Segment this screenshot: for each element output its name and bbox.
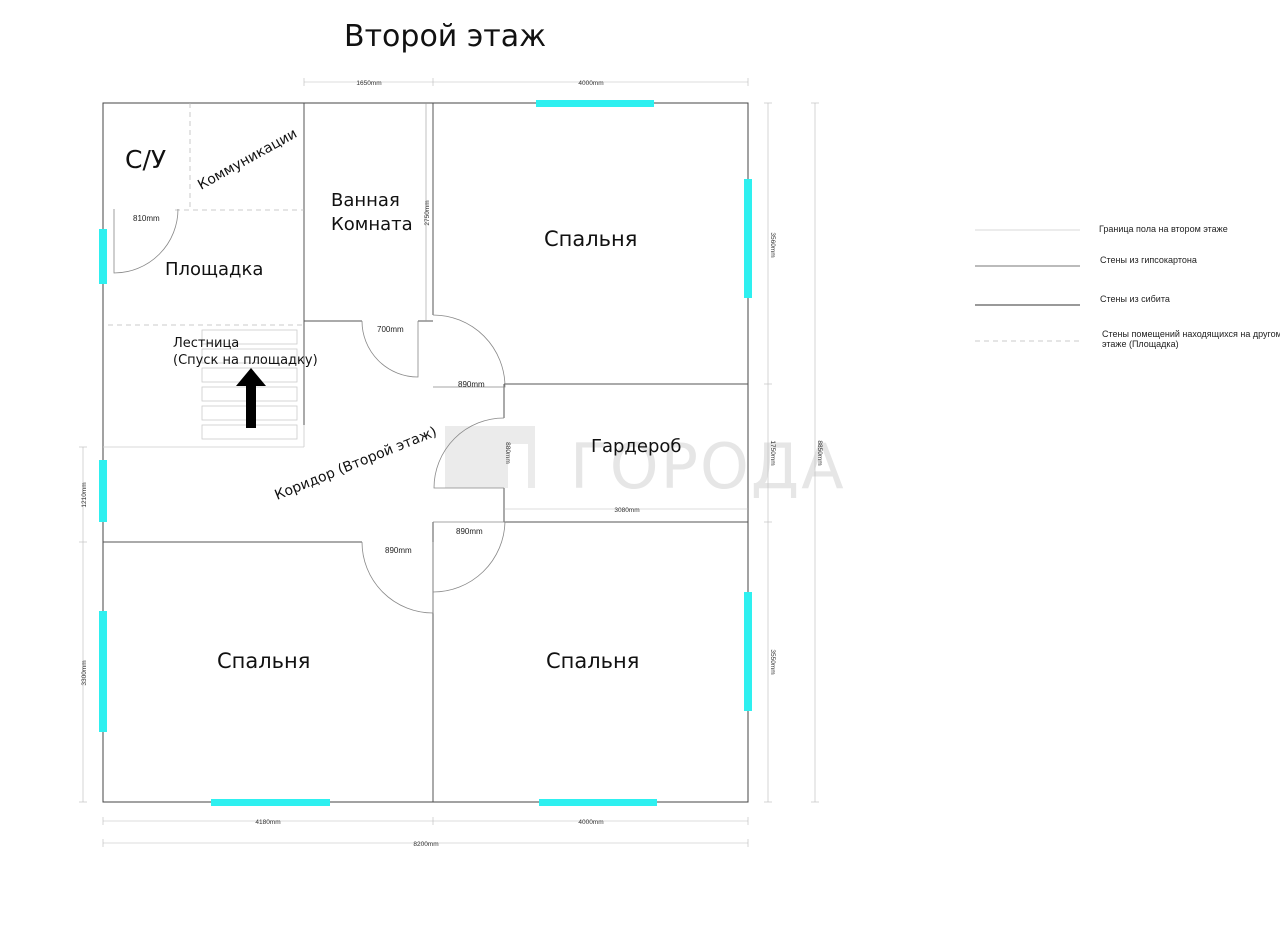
room-corridor: Коридор (Второй этаж) (273, 424, 440, 504)
door-label-bedroom-bottom-left: 890mm (385, 546, 412, 555)
legend-other-floor-line1: Стены помещений находящихся на другом (1102, 329, 1280, 339)
door-label-landing: 810mm (133, 214, 160, 223)
room-stairs-line1: Лестница (173, 336, 239, 351)
legend-drywall: Стены из гипсокартона (1100, 255, 1197, 265)
dim-bottom-2: 4000mm (578, 819, 603, 826)
dim-wardrobe-width: 3080mm (614, 507, 639, 514)
legend-floor-border: Граница пола на втором этаже (1099, 224, 1228, 234)
room-stairs-line2: (Спуск на площадку) (173, 353, 318, 368)
dim-right-2: 1750mm (769, 440, 776, 465)
window (99, 229, 107, 284)
watermark-text: ГОРОДА (570, 430, 846, 503)
dim-right-total: 8850mm (816, 440, 823, 465)
room-communications: Коммуникации (195, 126, 300, 194)
doors (113, 208, 506, 614)
door-label-bathroom: 700mm (377, 325, 404, 334)
other-floor-walls (108, 103, 304, 326)
door-bedroom-bottom-right (432, 521, 506, 593)
dim-left-2: 3300mm (81, 660, 88, 685)
watermark: ГОРОДА (445, 426, 846, 503)
dim-bottom-total: 8200mm (413, 841, 438, 848)
window (744, 592, 752, 711)
outer-walls (102, 102, 749, 803)
page-title: Второй этаж (344, 19, 546, 54)
door-bedroom-top (432, 314, 506, 388)
dim-wardrobe-door: 880mm (504, 442, 511, 464)
window (536, 100, 654, 107)
legend-other-floor-line2: этаже (Площадка) (1102, 339, 1179, 349)
legend: Граница пола на втором этаже Стены из ги… (975, 224, 1280, 349)
room-su: С/У (125, 145, 166, 174)
door-labels: 810mm 700mm 890mm 890mm 890mm (133, 214, 485, 555)
dim-top-1: 1650mm (356, 80, 381, 87)
door-wardrobe (433, 417, 505, 489)
dim-bottom-1: 4180mm (255, 819, 280, 826)
window (99, 611, 107, 732)
room-bedroom-top: Спальня (544, 227, 637, 251)
door-bathroom (361, 320, 419, 378)
window (744, 179, 752, 298)
dimension-lines (79, 78, 819, 847)
dim-top-2: 4000mm (578, 80, 603, 87)
stairs-arrow-icon (236, 368, 266, 428)
room-bedroom-bottom-left: Спальня (217, 649, 310, 673)
window (539, 799, 657, 806)
dim-left-1: 1210mm (81, 482, 88, 507)
room-wardrobe: Гардероб (591, 436, 682, 457)
door-landing (113, 208, 179, 274)
windows (99, 100, 752, 806)
door-bedroom-bottom-left (361, 541, 434, 614)
room-bedroom-bottom-right: Спальня (546, 649, 639, 673)
dim-right-3: 3550mm (769, 649, 776, 674)
dimension-labels: 1650mm 4000mm 4180mm 4000mm 8200mm 3080m… (81, 80, 823, 848)
room-bathroom-line1: Ванная (331, 190, 400, 211)
dim-bath-height: 2750mm (424, 200, 431, 225)
dim-right-1: 3560mm (769, 232, 776, 257)
window (211, 799, 330, 806)
window (99, 460, 107, 522)
door-label-bedroom-top: 890mm (458, 380, 485, 389)
room-bathroom-line2: Комната (331, 214, 413, 235)
legend-sibit: Стены из сибита (1100, 294, 1170, 304)
room-landing: Площадка (165, 259, 263, 280)
door-label-bedroom-bottom-right: 890mm (456, 527, 483, 536)
